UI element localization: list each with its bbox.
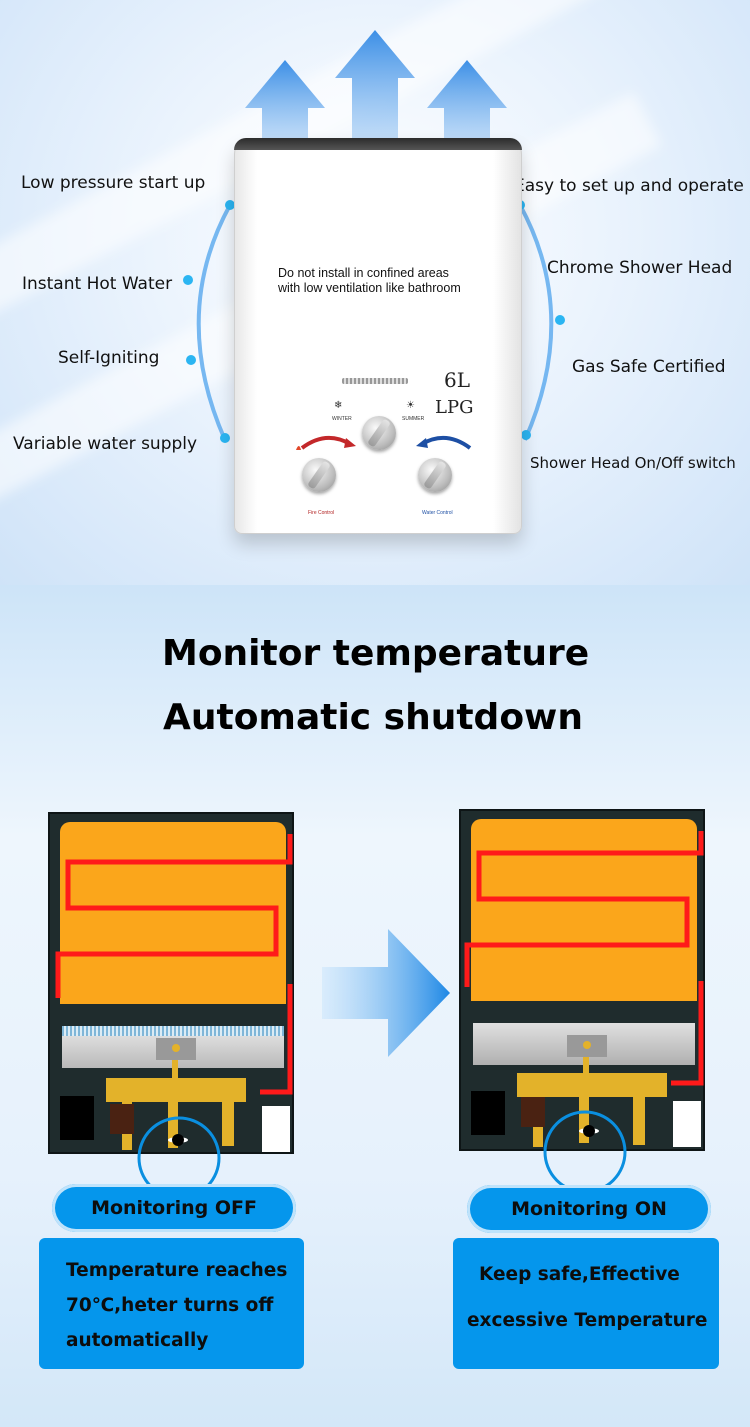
heating-coil xyxy=(464,831,704,1086)
water-tank xyxy=(471,819,697,1001)
gas-valve-assembly xyxy=(471,1035,701,1147)
heat-up-arrows-icon xyxy=(245,30,507,148)
info-line: excessive Temperature xyxy=(467,1310,708,1331)
heater-top-cap xyxy=(234,138,522,150)
water-heater-unit: Do not install in confined areas with lo… xyxy=(234,138,522,534)
feature-self-igniting: Self-Igniting xyxy=(58,348,160,368)
warning-line: Do not install in confined areas xyxy=(278,266,449,280)
info-line: Temperature reaches xyxy=(66,1260,288,1281)
install-warning: Do not install in confined areas with lo… xyxy=(278,266,498,296)
water-control-knob[interactable] xyxy=(418,458,452,492)
fire-control-label: Fire Control xyxy=(308,510,335,516)
capacity-label: 6L xyxy=(444,368,471,392)
fuel-label: LPG xyxy=(435,397,474,418)
headline-monitor: Monitor temperature xyxy=(162,633,590,674)
status-monitoring-off: Monitoring OFF xyxy=(52,1184,296,1232)
burner-flames xyxy=(62,1026,284,1036)
info-box-on: Keep safe,Effective excessive Temperatur… xyxy=(453,1238,719,1369)
diagram-monitoring-off xyxy=(48,812,294,1154)
sun-icon: ☀ xyxy=(406,400,415,411)
feature-chrome-shower: Chrome Shower Head xyxy=(547,258,733,278)
feature-easy-setup: Easy to set up and operate xyxy=(514,176,744,196)
info-line: Keep safe,Effective xyxy=(479,1264,680,1285)
heater-vent xyxy=(342,378,408,384)
status-monitoring-on: Monitoring ON xyxy=(467,1185,711,1233)
snowflake-icon: ❄ xyxy=(334,400,343,411)
feature-shower-switch: Shower Head On/Off switch xyxy=(530,454,736,472)
season-knob[interactable] xyxy=(362,416,396,450)
info-line: 70℃,heter turns off xyxy=(66,1295,274,1316)
info-line: automatically xyxy=(66,1330,209,1351)
feature-gas-safe: Gas Safe Certified xyxy=(572,357,726,377)
heating-coil xyxy=(55,834,293,1095)
sensor-highlight-circle xyxy=(543,1110,627,1194)
water-tank xyxy=(60,822,286,1004)
info-box-off: Temperature reaches 70℃,heter turns off … xyxy=(39,1238,304,1369)
feature-instant-hot-water: Instant Hot Water xyxy=(22,274,173,294)
diagram-monitoring-on xyxy=(459,809,705,1151)
feature-connector-arcs xyxy=(183,200,565,443)
water-control-label: Water Control xyxy=(422,510,453,516)
winter-label: WINTER xyxy=(332,416,352,422)
feature-low-pressure: Low pressure start up xyxy=(21,173,206,193)
warning-line: with low ventilation like bathroom xyxy=(278,281,461,295)
gas-valve-assembly xyxy=(60,1038,290,1152)
summer-label: SUMMER xyxy=(402,416,425,422)
temperature-monitor-section: Monitor temperature Automatic shutdown xyxy=(0,585,750,1427)
fire-control-knob[interactable] xyxy=(302,458,336,492)
headline-shutdown: Automatic shutdown xyxy=(163,697,583,738)
flame-arrow-icon xyxy=(296,436,356,450)
water-arrow-icon xyxy=(416,436,472,450)
feature-variable-water: Variable water supply xyxy=(13,434,198,454)
product-feature-section: Low pressure start up Instant Hot Water … xyxy=(0,0,750,585)
transition-arrow-icon xyxy=(322,929,450,1057)
